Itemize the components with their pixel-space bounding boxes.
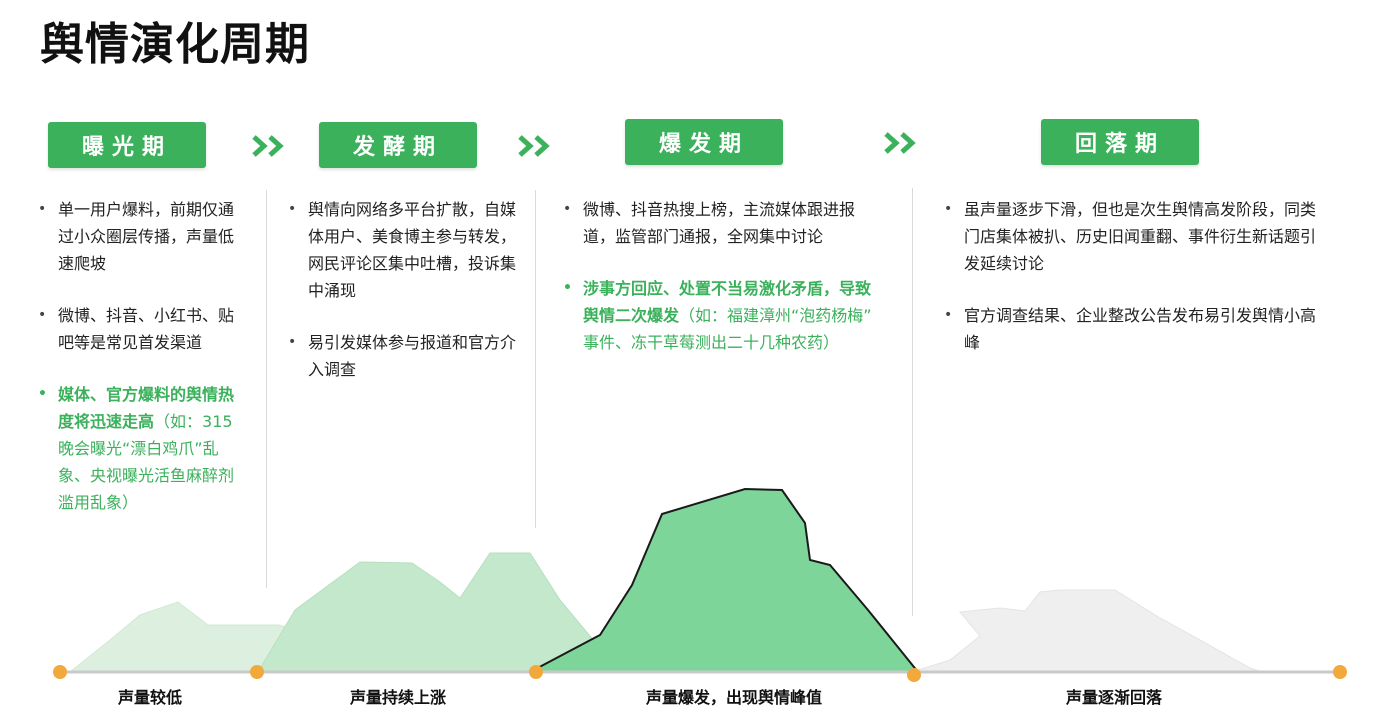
bullet-item: 易引发媒体参与报道和官方介入调查 bbox=[286, 329, 516, 383]
mountain-ferment bbox=[257, 552, 622, 673]
highlight-text: 媒体、官方爆料的舆情热度将迅速走高 bbox=[58, 385, 235, 431]
highlight-text: 涉事方回应、处置不当易激化矛盾，导致舆情二次爆发 bbox=[583, 279, 872, 325]
timeline-label: 声量爆发，出现舆情峰值 bbox=[645, 688, 823, 707]
double-chevron-icon bbox=[884, 132, 916, 154]
phase-outbreak[interactable]: 爆发期 bbox=[625, 119, 783, 165]
example-note: （如：福建漳州“泡药杨梅” 事件、冻干草莓测出二十几种农药） bbox=[583, 306, 872, 352]
double-chevron-icon bbox=[518, 135, 550, 157]
column-divider bbox=[535, 190, 536, 528]
bullet-item-highlight: 涉事方回应、处置不当易激化矛盾，导致舆情二次爆发（如：福建漳州“泡药杨梅” 事件… bbox=[561, 275, 883, 356]
column-outbreak: 微博、抖音热搜上榜，主流媒体跟进报道，监管部门通报，全网集中讨论 涉事方回应、处… bbox=[561, 196, 883, 381]
mountain-outbreak bbox=[529, 487, 921, 673]
bullet-item: 单一用户爆料，前期仅通过小众圈层传播，声量低速爬坡 bbox=[36, 196, 246, 277]
timeline-dot bbox=[529, 665, 543, 679]
phase-exposure[interactable]: 曝光期 bbox=[48, 122, 206, 168]
column-exposure: 单一用户爆料，前期仅通过小众圈层传播，声量低速爬坡 微博、抖音、小红书、贴吧等是… bbox=[36, 196, 246, 541]
phase-ferment[interactable]: 发酵期 bbox=[319, 122, 477, 168]
mountain-decline bbox=[911, 589, 1263, 673]
timeline-label: 声量持续上涨 bbox=[349, 688, 447, 707]
timeline-label: 声量较低 bbox=[117, 688, 183, 707]
bullet-item: 官方调查结果、企业整改公告发布易引发舆情小高峰 bbox=[942, 302, 1320, 356]
column-decline: 虽声量逐步下滑，但也是次生舆情高发阶段，同类门店集体被扒、历史旧闻重翻、事件衍生… bbox=[942, 196, 1320, 381]
phase-decline[interactable]: 回落期 bbox=[1041, 119, 1199, 165]
page-title: 舆情演化周期 bbox=[40, 19, 310, 70]
timeline-label: 声量逐渐回落 bbox=[1065, 688, 1163, 707]
timeline-dot bbox=[53, 665, 67, 679]
example-note: （如：315晚会曝光“漂白鸡爪”乱象、央视曝光活鱼麻醉剂滥用乱象） bbox=[58, 412, 235, 512]
timeline-dot bbox=[1333, 665, 1347, 679]
column-divider bbox=[912, 188, 913, 616]
bullet-item: 舆情向网络多平台扩散，自媒体用户、美食博主参与转发，网民评论区集中吐槽，投诉集中… bbox=[286, 196, 516, 304]
timeline-dot bbox=[907, 668, 921, 682]
timeline-dot bbox=[250, 665, 264, 679]
bullet-item: 虽声量逐步下滑，但也是次生舆情高发阶段，同类门店集体被扒、历史旧闻重翻、事件衍生… bbox=[942, 196, 1320, 277]
column-ferment: 舆情向网络多平台扩散，自媒体用户、美食博主参与转发，网民评论区集中吐槽，投诉集中… bbox=[286, 196, 516, 408]
double-chevron-icon bbox=[252, 135, 284, 157]
bullet-item: 微博、抖音热搜上榜，主流媒体跟进报道，监管部门通报，全网集中讨论 bbox=[561, 196, 883, 250]
column-divider bbox=[266, 190, 267, 588]
bullet-item-highlight: 媒体、官方爆料的舆情热度将迅速走高（如：315晚会曝光“漂白鸡爪”乱象、央视曝光… bbox=[36, 381, 246, 516]
bullet-item: 微博、抖音、小红书、贴吧等是常见首发渠道 bbox=[36, 302, 246, 356]
